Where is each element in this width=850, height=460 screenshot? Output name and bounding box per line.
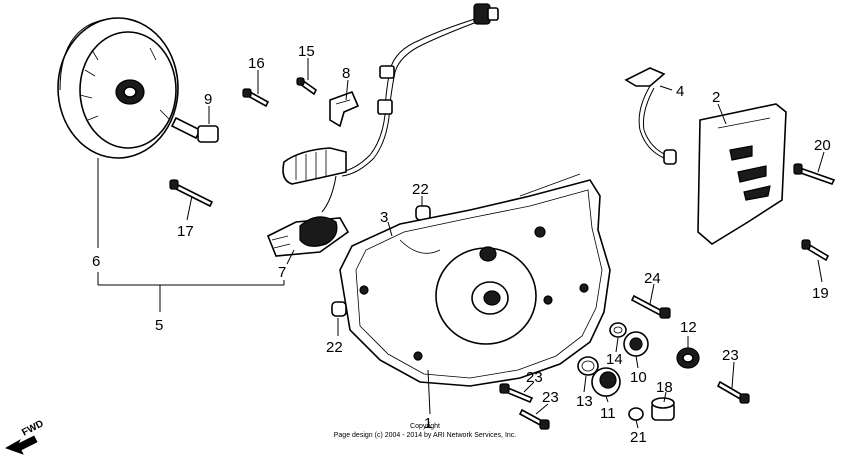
wire-clamp bbox=[329, 90, 360, 128]
callout-23-b: 23 bbox=[542, 389, 559, 406]
callout-16: 16 bbox=[248, 55, 265, 72]
callout-13: 13 bbox=[576, 393, 593, 410]
callout-4: 4 bbox=[676, 83, 684, 100]
dowel-pin-lower bbox=[331, 301, 347, 317]
rotor-bolt bbox=[170, 116, 219, 143]
callout-18: 18 bbox=[656, 379, 673, 396]
bolt-17 bbox=[169, 179, 214, 208]
callout-24: 24 bbox=[644, 270, 661, 287]
bolt-23-b bbox=[518, 408, 550, 430]
crankcase-cover bbox=[339, 173, 611, 387]
callout-numbers: 1 2 3 4 5 6 7 8 9 10 11 12 13 14 15 16 1… bbox=[92, 43, 831, 446]
stator-wiring-harness bbox=[266, 3, 499, 257]
callout-3: 3 bbox=[380, 209, 388, 226]
callout-9: 9 bbox=[204, 91, 212, 108]
bracket-4 bbox=[624, 67, 677, 165]
flywheel-rotor bbox=[57, 17, 179, 159]
leader-lines bbox=[97, 58, 825, 429]
callout-12: 12 bbox=[680, 319, 697, 336]
bolt-19 bbox=[801, 239, 830, 262]
plug-18 bbox=[651, 397, 675, 421]
bolt-20 bbox=[793, 163, 836, 185]
o-ring-13 bbox=[577, 356, 599, 376]
copyright-title: Copyright bbox=[410, 423, 440, 430]
callout-10: 10 bbox=[630, 369, 647, 386]
callout-19: 19 bbox=[812, 285, 829, 302]
callout-22-lower: 22 bbox=[326, 339, 343, 356]
screw-15 bbox=[296, 77, 318, 96]
callout-21: 21 bbox=[630, 429, 647, 446]
callout-23-a: 23 bbox=[526, 369, 543, 386]
callout-7: 7 bbox=[278, 264, 286, 281]
callout-5: 5 bbox=[155, 317, 163, 334]
callout-2: 2 bbox=[712, 89, 720, 106]
fwd-direction-marker: FWD bbox=[5, 418, 46, 455]
callout-17: 17 bbox=[177, 223, 194, 240]
arrow-left-icon bbox=[5, 435, 38, 455]
cap-10 bbox=[623, 331, 649, 357]
sprocket-cover bbox=[697, 103, 787, 245]
callout-22-upper: 22 bbox=[412, 181, 429, 198]
bolt-16 bbox=[242, 88, 270, 108]
washer-21 bbox=[628, 407, 644, 421]
callout-20: 20 bbox=[814, 137, 831, 154]
fwd-label: FWD bbox=[20, 418, 45, 438]
cap-12 bbox=[676, 347, 700, 369]
callout-14: 14 bbox=[606, 351, 623, 368]
callout-6: 6 bbox=[92, 253, 100, 270]
callout-11: 11 bbox=[600, 405, 616, 422]
callout-15: 15 bbox=[298, 43, 315, 60]
callout-23-c: 23 bbox=[722, 347, 739, 364]
callout-1: 1 bbox=[424, 415, 432, 432]
bolt-23-a bbox=[499, 383, 534, 404]
callout-8: 8 bbox=[342, 65, 350, 82]
oil-seal-14 bbox=[609, 322, 627, 338]
copyright-line: Page design (c) 2004 - 2014 by ARI Netwo… bbox=[334, 432, 517, 439]
bolt-24 bbox=[630, 294, 671, 319]
bolt-23-c bbox=[716, 380, 750, 404]
